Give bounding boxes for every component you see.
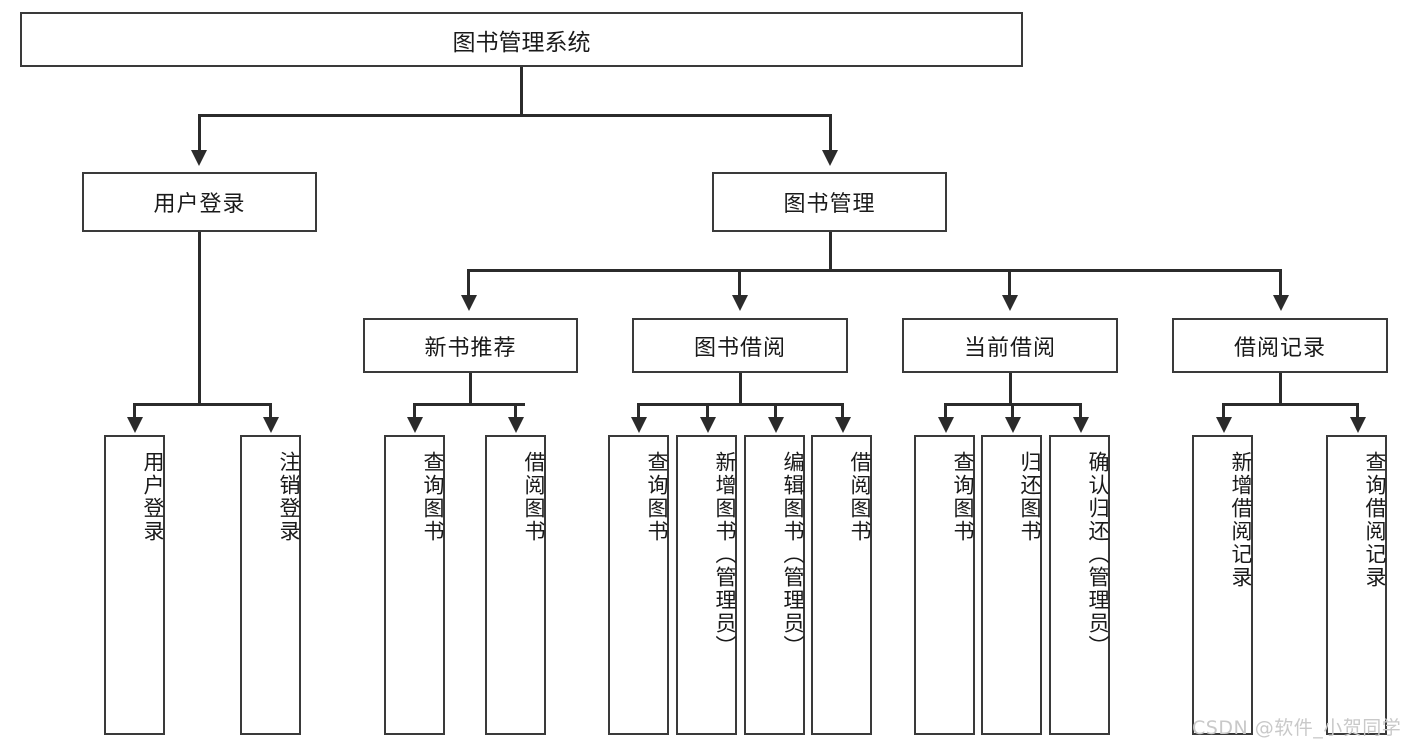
connector-user-login-drop-1 (133, 403, 136, 419)
node-book-management[interactable]: 图书管理 (712, 172, 947, 232)
node-label: 借阅记录 (1233, 335, 1326, 361)
arrowhead-borrow-record (1273, 295, 1289, 311)
arrowhead-leaf-borrow-book-2 (835, 417, 851, 433)
node-current-borrow[interactable]: 当前借阅 (902, 318, 1118, 373)
arrowhead-leaf-query-book-3 (938, 417, 954, 433)
connector-user-login-stem (198, 232, 201, 406)
connector-user-login-bus (133, 403, 271, 406)
leaf-label: 查询借阅记录 (1363, 451, 1387, 589)
leaf-user-login[interactable]: 用户登录 (104, 435, 165, 735)
node-label: 新书推荐 (424, 335, 517, 361)
node-user-login[interactable]: 用户登录 (82, 172, 317, 232)
arrowhead-user-login (191, 150, 207, 166)
leaf-query-book-current[interactable]: 查询图书 (914, 435, 975, 735)
leaf-label: 新增借阅记录 (1229, 451, 1253, 589)
arrowhead-book-borrow (732, 295, 748, 311)
node-label: 图书借阅 (693, 335, 786, 361)
leaf-label: 新增图书（管理员） (713, 451, 737, 658)
leaf-edit-book-admin[interactable]: 编辑图书（管理员） (744, 435, 805, 735)
node-label: 当前借阅 (963, 335, 1056, 361)
connector-book-mgmt-drop-3 (1008, 269, 1011, 297)
leaf-query-book-borrow[interactable]: 查询图书 (608, 435, 669, 735)
leaf-label: 确认归还（管理员） (1086, 451, 1110, 658)
leaf-logout[interactable]: 注销登录 (240, 435, 301, 735)
node-borrow-record[interactable]: 借阅记录 (1172, 318, 1388, 373)
arrowhead-leaf-edit-book (768, 417, 784, 433)
connector-book-borrow-bus (637, 403, 843, 406)
leaf-label: 注销登录 (277, 451, 301, 543)
leaf-label: 查询图书 (645, 451, 669, 543)
node-label: 图书管理 (783, 192, 876, 217)
csdn-watermark: CSDN @软件_小贺同学 (1192, 717, 1402, 739)
leaf-query-borrow-record[interactable]: 查询借阅记录 (1326, 435, 1387, 735)
arrowhead-leaf-user-login (127, 417, 143, 433)
leaf-add-borrow-record[interactable]: 新增借阅记录 (1192, 435, 1253, 735)
connector-root-bus (198, 114, 832, 117)
connector-book-mgmt-stem (829, 232, 832, 271)
connector-book-mgmt-drop-1 (467, 269, 470, 297)
arrowhead-book-mgmt (822, 150, 838, 166)
leaf-label: 借阅图书 (848, 451, 872, 543)
leaf-label: 编辑图书（管理员） (781, 451, 805, 658)
leaf-label: 查询图书 (421, 451, 445, 543)
connector-borrow-record-drop-2 (1356, 403, 1359, 419)
arrowhead-leaf-query-book-2 (631, 417, 647, 433)
arrowhead-leaf-query-book-1 (407, 417, 423, 433)
arrowhead-leaf-add-book (700, 417, 716, 433)
connector-root-to-book-mgmt (829, 114, 832, 152)
connector-book-mgmt-drop-4 (1279, 269, 1282, 297)
leaf-return-book[interactable]: 归还图书 (981, 435, 1042, 735)
arrowhead-leaf-add-record (1216, 417, 1232, 433)
connector-borrow-record-drop-1 (1222, 403, 1225, 419)
node-root-system[interactable]: 图书管理系统 (20, 12, 1023, 67)
leaf-query-book-new[interactable]: 查询图书 (384, 435, 445, 735)
arrowhead-leaf-confirm-return (1073, 417, 1089, 433)
node-book-borrow[interactable]: 图书借阅 (632, 318, 848, 373)
arrowhead-leaf-logout (263, 417, 279, 433)
connector-current-borrow-stem (1009, 373, 1012, 406)
leaf-label: 查询图书 (951, 451, 975, 543)
node-label: 用户登录 (153, 192, 246, 217)
connector-book-borrow-drop-3 (774, 403, 777, 419)
leaf-label: 借阅图书 (522, 451, 546, 543)
connector-borrow-record-stem (1279, 373, 1282, 406)
leaf-label: 用户登录 (141, 451, 165, 543)
connector-new-book-drop-1 (413, 403, 416, 419)
connector-current-borrow-drop-2 (1011, 403, 1014, 419)
connector-book-borrow-drop-4 (841, 403, 844, 419)
connector-book-borrow-drop-1 (637, 403, 640, 419)
arrowhead-leaf-return-book (1005, 417, 1021, 433)
leaf-borrow-book[interactable]: 借阅图书 (811, 435, 872, 735)
leaf-confirm-return-admin[interactable]: 确认归还（管理员） (1049, 435, 1110, 735)
connector-new-book-drop-2 (514, 403, 517, 419)
connector-user-login-drop-2 (269, 403, 272, 419)
connector-new-book-bus (413, 403, 525, 406)
connector-borrow-record-bus (1222, 403, 1358, 406)
connector-root-to-user-login (198, 114, 201, 152)
connector-book-borrow-drop-2 (706, 403, 709, 419)
connector-book-borrow-stem (739, 373, 742, 406)
connector-book-mgmt-drop-2 (738, 269, 741, 297)
connector-new-book-stem (469, 373, 472, 406)
leaf-borrow-book-new[interactable]: 借阅图书 (485, 435, 546, 735)
node-new-book-recommend[interactable]: 新书推荐 (363, 318, 578, 373)
leaf-label: 归还图书 (1018, 451, 1042, 543)
connector-book-mgmt-bus (467, 269, 1279, 272)
connector-current-borrow-drop-1 (944, 403, 947, 419)
arrowhead-leaf-query-record (1350, 417, 1366, 433)
connector-current-borrow-drop-3 (1079, 403, 1082, 419)
arrowhead-current-borrow (1002, 295, 1018, 311)
leaf-add-book-admin[interactable]: 新增图书（管理员） (676, 435, 737, 735)
node-label: 图书管理系统 (452, 29, 591, 56)
arrowhead-leaf-borrow-book-1 (508, 417, 524, 433)
arrowhead-new-book (461, 295, 477, 311)
connector-root-stem (520, 67, 523, 114)
